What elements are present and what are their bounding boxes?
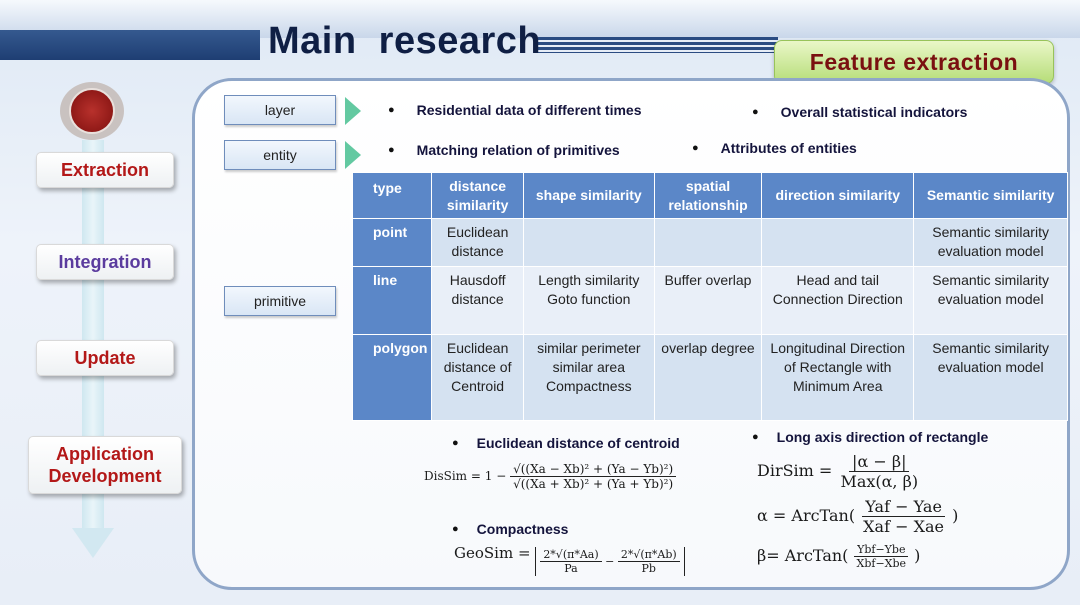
geosim-term2-num: 2*√(π*Ab) — [617, 548, 680, 562]
caption-long-axis: Long axis direction of rectangle — [752, 429, 989, 445]
dirsim-fraction: |α − β| Max(α, β) — [837, 452, 921, 491]
formula-geosim: GeoSim = 2*√(π*Aa) Pa − 2*√(π*Ab) Pb — [454, 544, 685, 576]
alpha-fraction: Yaf − Yae Xaf − Xae — [860, 497, 947, 536]
dirsim-lhs: DirSim = — [757, 461, 833, 480]
feature-table: type distance similarity shape similarit… — [351, 172, 1068, 421]
bullet-entity-attributes: Attributes of entities — [692, 140, 857, 156]
nav-integration[interactable]: Integration — [36, 244, 174, 280]
process-arrow-shaft — [82, 140, 104, 530]
formula-dirsim: DirSim = |α − β| Max(α, β) — [757, 452, 921, 491]
geosim-term1-den: Pa — [564, 562, 578, 575]
table-row: point Euclidean distance Semantic simila… — [351, 218, 1068, 267]
beta-fraction: Ybf−Ybe Xbf−Xbe — [854, 543, 910, 570]
dissim-denominator: √((Xa + Xb)² + (Ya + Yb)²) — [513, 477, 674, 491]
table-row: line Hausdoff distance Length similarity… — [351, 266, 1068, 335]
cell-shape: similar perimeter similar area Compactne… — [522, 334, 655, 421]
section-tag: Feature extraction — [774, 40, 1054, 84]
title-stripe-right — [538, 37, 778, 53]
nav-extraction[interactable]: Extraction — [36, 152, 174, 188]
nav-update[interactable]: Update — [36, 340, 174, 376]
bullet-residential-data: Residential data of different times — [388, 102, 642, 118]
geosim-term1: 2*√(π*Aa) Pa — [540, 548, 602, 575]
alpha-rhs: ) — [952, 506, 959, 525]
alpha-lhs: α = ArcTan( — [757, 506, 856, 525]
table-header: type — [351, 172, 433, 219]
dissim-lhs: DisSim = 1 − — [424, 469, 507, 483]
dirsim-denominator: Max(α, β) — [840, 472, 919, 491]
emblem-logo — [60, 82, 124, 140]
row-type: line — [351, 266, 433, 335]
table-row: polygon Euclidean distance of Centroid s… — [351, 334, 1068, 421]
cell-shape: Length similarity Goto function — [522, 266, 655, 335]
geosim-minus: − — [605, 555, 615, 568]
page-title: Main research — [268, 20, 542, 62]
formula-dissim: DisSim = 1 − √((Xa − Xb)² + (Ya − Yb)²) … — [424, 462, 677, 491]
beta-numerator: Ybf−Ybe — [854, 543, 909, 557]
title-stripe-left — [0, 30, 260, 60]
nav-application-development[interactable]: Application Development — [28, 436, 182, 494]
table-header: direction similarity — [761, 172, 915, 219]
row-type: point — [351, 218, 433, 267]
cell-shape — [522, 218, 655, 267]
geosim-term2: 2*√(π*Ab) Pb — [617, 548, 680, 575]
geosim-term1-num: 2*√(π*Aa) — [540, 548, 602, 562]
emblem-inner — [69, 88, 115, 134]
process-arrow-head — [72, 528, 114, 558]
geosim-term2-den: Pb — [641, 562, 656, 575]
table-header-row: type distance similarity shape similarit… — [351, 172, 1068, 219]
dissim-fraction: √((Xa − Xb)² + (Ya − Yb)²) √((Xa + Xb)² … — [510, 462, 677, 491]
cell-direction: Head and tail Connection Direction — [761, 266, 915, 335]
bullet-matching-relation: Matching relation of primitives — [388, 142, 620, 158]
cell-distance: Hausdoff distance — [431, 266, 524, 335]
level-entity: entity — [224, 140, 336, 170]
caption-compactness: Compactness — [452, 521, 569, 537]
alpha-numerator: Yaf − Yae — [862, 497, 945, 517]
table-header: Semantic similarity — [913, 172, 1068, 219]
cell-distance: Euclidean distance of Centroid — [431, 334, 524, 421]
cell-spatial: Buffer overlap — [653, 266, 763, 335]
chevron-right-icon — [345, 97, 361, 125]
beta-denominator: Xbf−Xbe — [856, 557, 907, 570]
table-header: shape similarity — [522, 172, 655, 219]
beta-rhs: ) — [914, 546, 921, 565]
row-type: polygon — [351, 334, 433, 421]
formula-beta: β= ArcTan( Ybf−Ybe Xbf−Xbe ) — [757, 543, 920, 570]
table-header: distance similarity — [431, 172, 524, 219]
chevron-right-icon — [345, 141, 361, 169]
beta-lhs: β= ArcTan( — [757, 546, 849, 565]
cell-spatial — [653, 218, 763, 267]
geosim-absolute-value: 2*√(π*Aa) Pa − 2*√(π*Ab) Pb — [535, 547, 685, 576]
cell-direction: Longitudinal Direction of Rectangle with… — [761, 334, 915, 421]
cell-direction — [761, 218, 915, 267]
dirsim-numerator: |α − β| — [849, 452, 910, 472]
bullet-statistical-indicators: Overall statistical indicators — [752, 104, 968, 120]
dissim-numerator: √((Xa − Xb)² + (Ya − Yb)²) — [510, 462, 677, 477]
level-layer: layer — [224, 95, 336, 125]
table-header: spatial relationship — [653, 172, 763, 219]
cell-spatial: overlap degree — [653, 334, 763, 421]
formula-alpha: α = ArcTan( Yaf − Yae Xaf − Xae ) — [757, 497, 958, 536]
cell-semantic: Semantic similarity evaluation model — [913, 334, 1068, 421]
alpha-denominator: Xaf − Xae — [863, 517, 944, 536]
cell-semantic: Semantic similarity evaluation model — [913, 218, 1068, 267]
cell-distance: Euclidean distance — [431, 218, 524, 267]
geosim-lhs: GeoSim = — [454, 544, 531, 562]
cell-semantic: Semantic similarity evaluation model — [913, 266, 1068, 335]
level-primitive: primitive — [224, 286, 336, 316]
caption-centroid-distance: Euclidean distance of centroid — [452, 435, 680, 451]
